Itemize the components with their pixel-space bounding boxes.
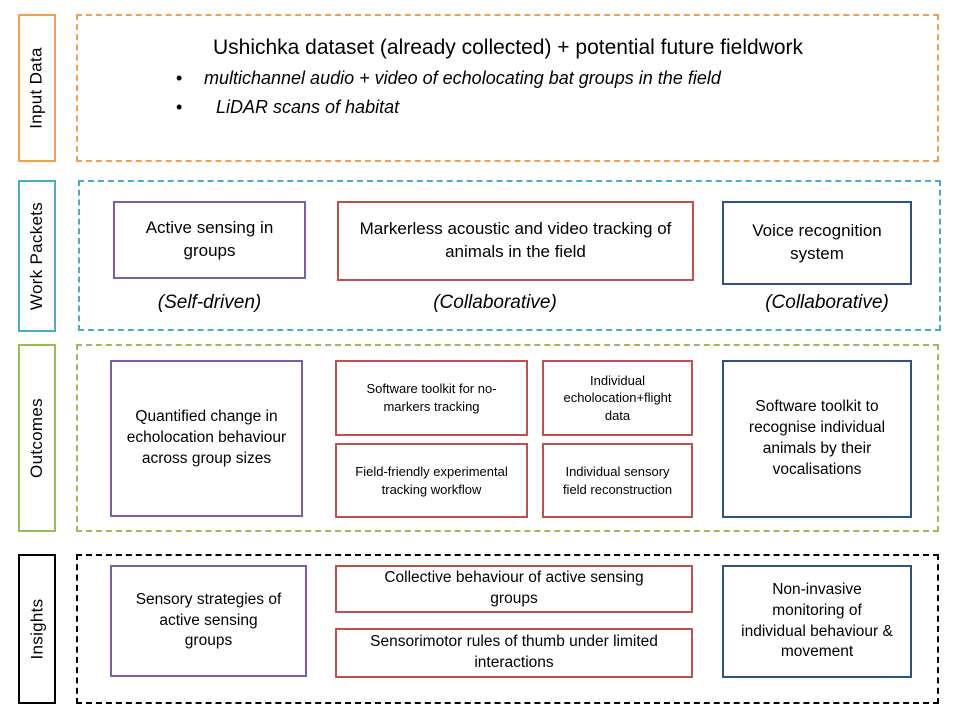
work-packet-note-collaborative-2: (Collaborative) <box>765 292 889 313</box>
outcome-sensory-field: Individual sensory field reconstruction <box>542 443 693 518</box>
insight-sensory-strategies-text: Sensory strategies of active sensing gro… <box>135 590 282 650</box>
input-data-bullet-2: • LiDAR scans of habitat <box>176 97 399 118</box>
work-packet-tracking-label: Markerless acoustic and video tracking o… <box>359 219 672 261</box>
outcome-tracking-toolkit: Software toolkit for no-markers tracking <box>335 360 528 436</box>
input-data-bullet-1-text: multichannel audio + video of echolocati… <box>204 68 721 88</box>
row-label-input-data: Input Data <box>18 14 56 162</box>
work-packet-voice-recognition-label: Voice recognition system <box>752 221 882 263</box>
insight-collective-behaviour: Collective behaviour of active sensing g… <box>335 565 693 613</box>
input-data-title: Ushichka dataset (already collected) + p… <box>212 36 804 59</box>
row-label-outcomes-text: Outcomes <box>27 398 46 478</box>
work-packet-active-sensing-label: Active sensing in groups <box>145 218 274 260</box>
outcome-tracking-workflow: Field-friendly experimental tracking wor… <box>335 443 528 518</box>
input-data-bullet-2-text: LiDAR scans of habitat <box>216 97 400 117</box>
work-packets-frame <box>78 180 941 331</box>
row-label-work-packets-text: Work Packets <box>27 201 46 311</box>
outcome-voice-toolkit: Software toolkit to recognise individual… <box>722 360 912 518</box>
row-label-outcomes: Outcomes <box>18 344 56 532</box>
row-label-work-packets: Work Packets <box>18 180 56 332</box>
work-packet-tracking: Markerless acoustic and video tracking o… <box>337 201 694 281</box>
work-packet-active-sensing: Active sensing in groups <box>113 201 306 279</box>
outcome-individual-flight-data-text: Individual echolocation+flight data <box>563 372 672 423</box>
work-packet-note-collaborative-1: (Collaborative) <box>433 292 557 313</box>
input-data-frame <box>76 14 939 162</box>
insight-sensory-strategies: Sensory strategies of active sensing gro… <box>110 565 307 677</box>
work-packet-voice-recognition: Voice recognition system <box>722 201 912 285</box>
insight-non-invasive-monitoring: Non-invasive monitoring of individual be… <box>722 565 912 678</box>
bullet-icon: • <box>176 68 183 88</box>
outcome-tracking-workflow-text: Field-friendly experimental tracking wor… <box>355 463 508 497</box>
work-packet-note-self-driven: (Self-driven) <box>157 292 262 313</box>
bullet-icon: • <box>176 97 183 117</box>
outcome-tracking-toolkit-text: Software toolkit for no-markers tracking <box>366 381 497 414</box>
insight-sensorimotor-rules: Sensorimotor rules of thumb under limite… <box>335 628 693 678</box>
outcome-echolocation-change-text: Quantified change in echolocation behavi… <box>126 408 287 467</box>
row-label-insights-text: Insights <box>27 598 46 660</box>
insight-sensorimotor-rules-text: Sensorimotor rules of thumb under limite… <box>370 633 658 671</box>
insight-collective-behaviour-text: Collective behaviour of active sensing g… <box>384 569 644 607</box>
insight-non-invasive-monitoring-text: Non-invasive monitoring of individual be… <box>741 580 893 661</box>
outcomes-frame <box>76 344 939 532</box>
outcome-sensory-field-text: Individual sensory field reconstruction <box>562 463 673 497</box>
outcome-voice-toolkit-text: Software toolkit to recognise individual… <box>748 398 886 478</box>
outcome-echolocation-change: Quantified change in echolocation behavi… <box>110 360 303 517</box>
input-data-bullet-1: • multichannel audio + video of echolocat… <box>176 68 721 89</box>
outcome-individual-flight-data: Individual echolocation+flight data <box>542 360 693 436</box>
insights-frame <box>76 554 939 704</box>
row-label-insights: Insights <box>18 554 56 704</box>
